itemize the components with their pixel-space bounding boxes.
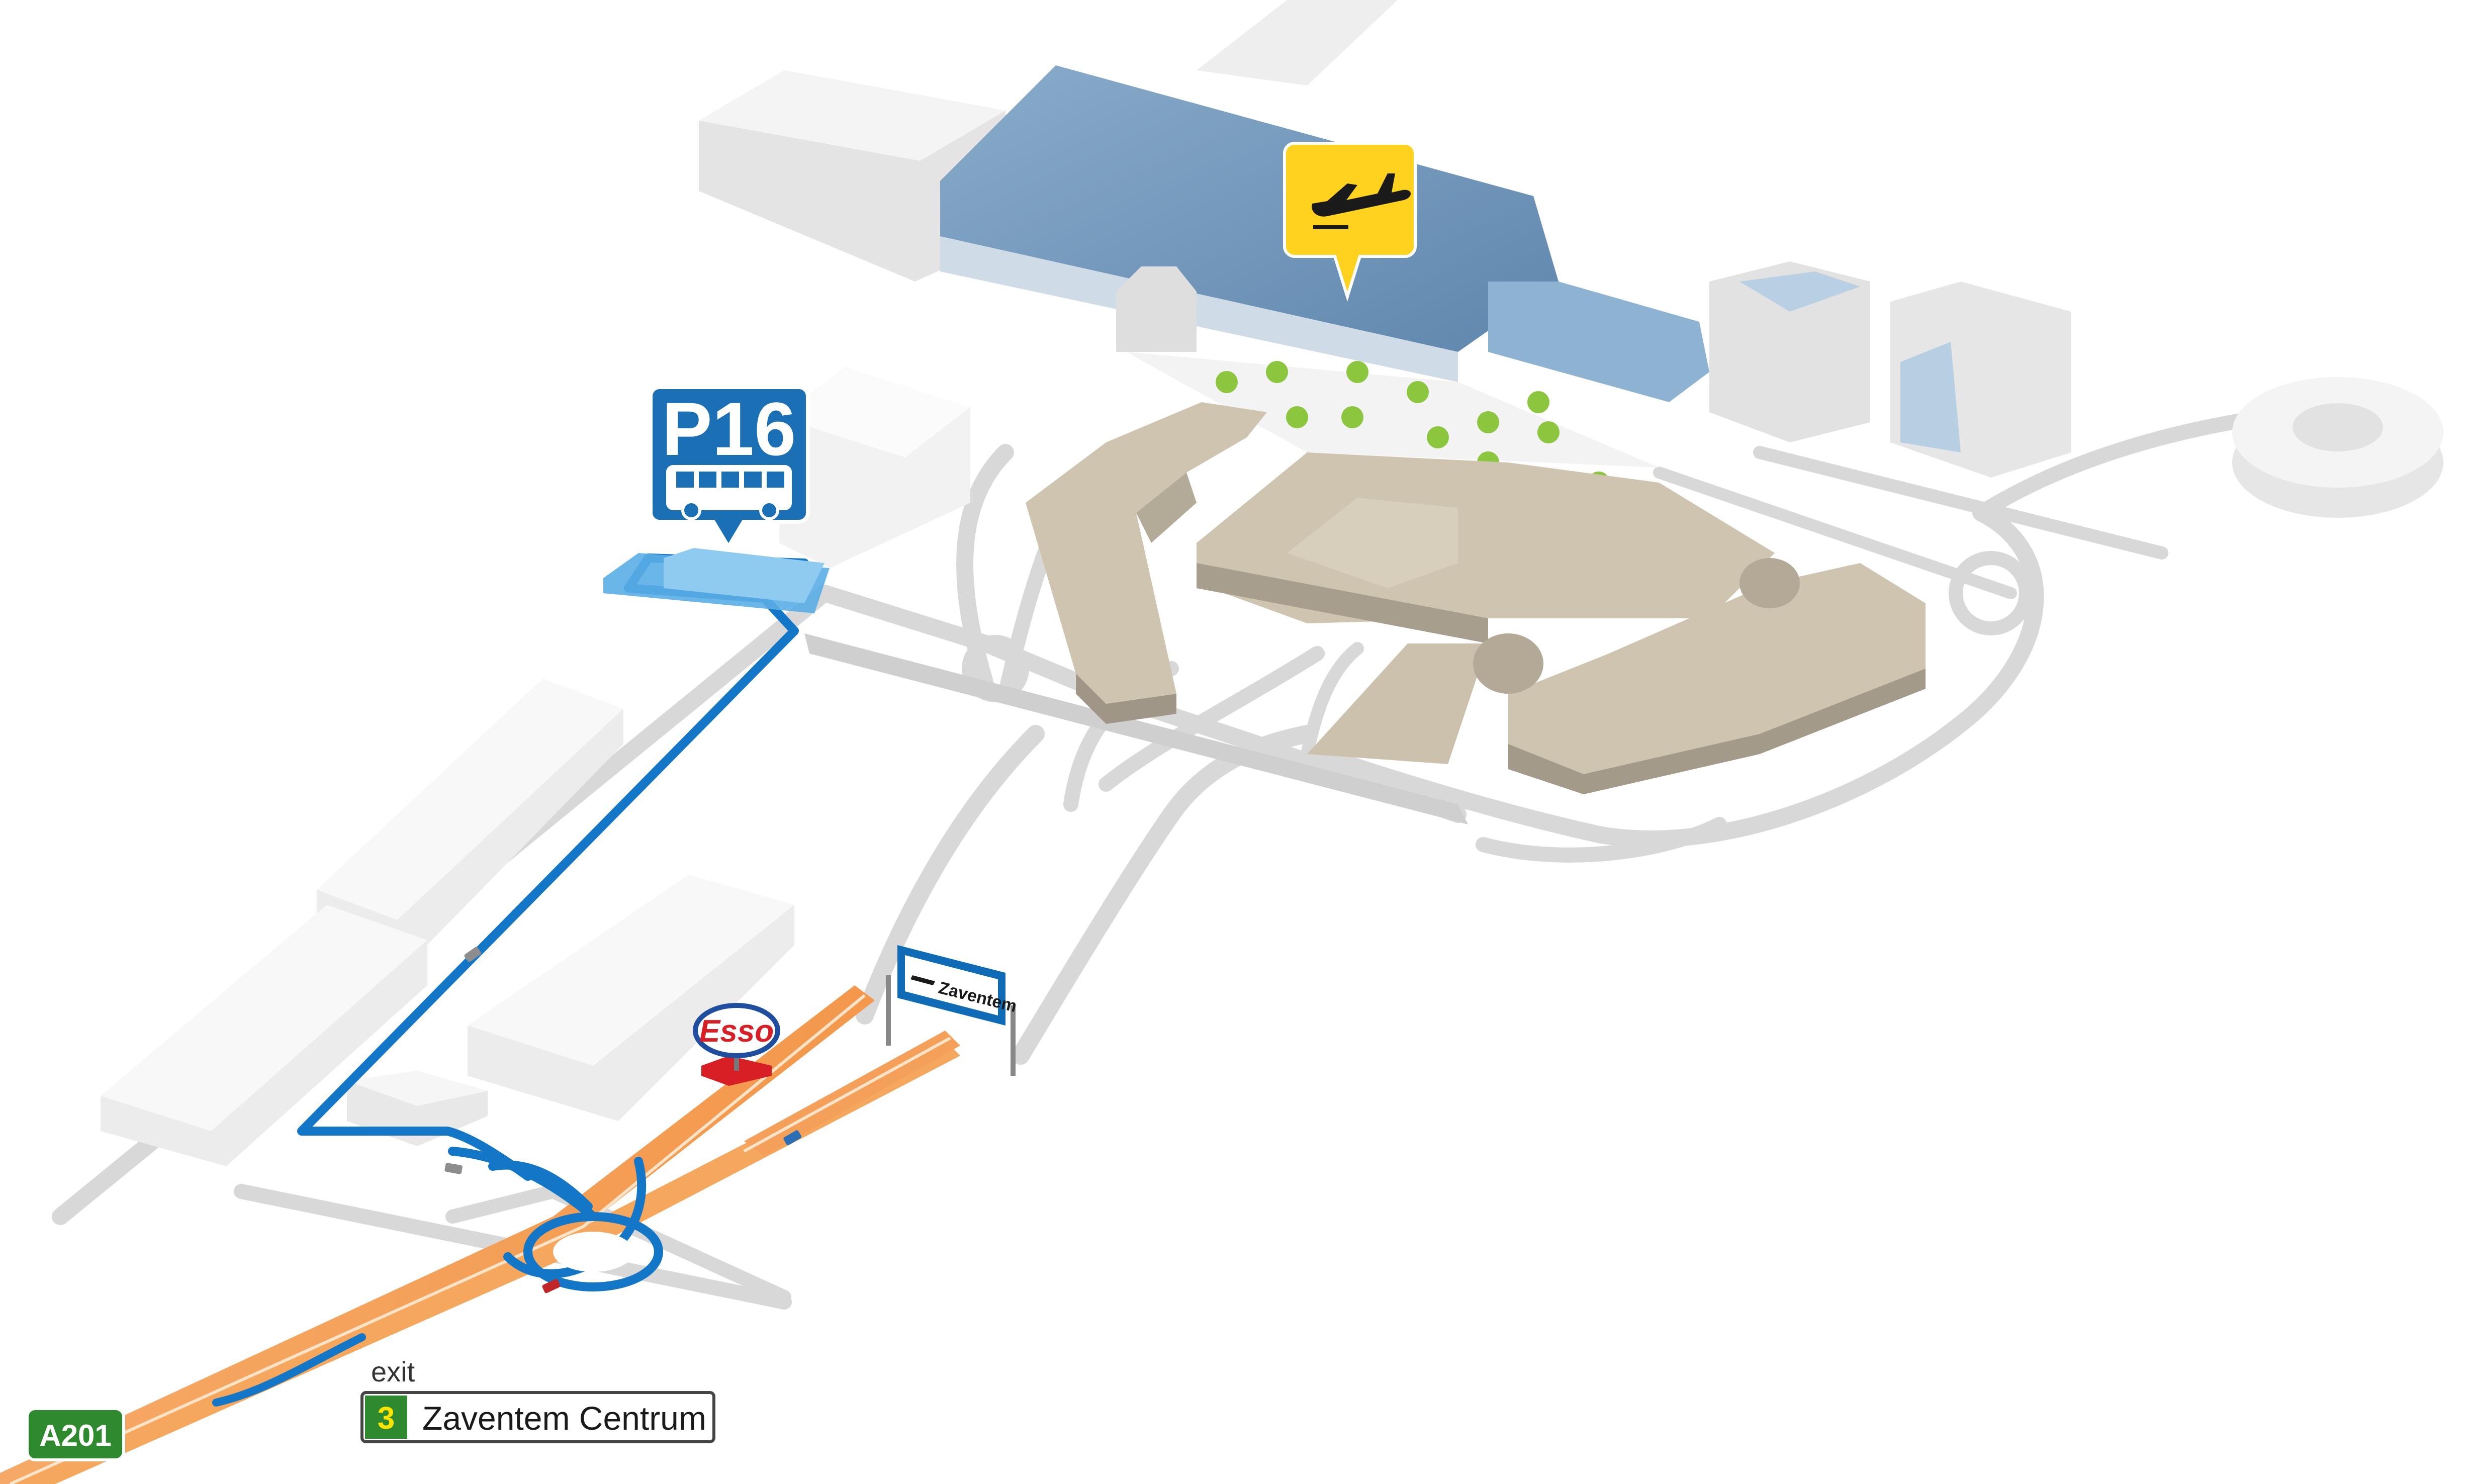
exit-word: exit bbox=[371, 1356, 415, 1387]
plane-icon bbox=[910, 975, 935, 985]
bus-icon bbox=[666, 465, 792, 520]
exit-number: 3 bbox=[378, 1401, 395, 1436]
zaventem-direction-sign[interactable]: Zaventem bbox=[886, 945, 1019, 1076]
warehouse-buildings bbox=[101, 367, 970, 1166]
esso-logo-text: Esso bbox=[699, 1014, 774, 1049]
exit-destination: Zaventem Centrum bbox=[422, 1400, 706, 1437]
roundabout bbox=[523, 1212, 663, 1291]
terminal-marker[interactable] bbox=[1283, 142, 1417, 302]
p16-parking-lot bbox=[603, 548, 830, 613]
esso-station[interactable]: Esso bbox=[693, 1003, 780, 1086]
cars bbox=[444, 947, 801, 1293]
terminal-buildings bbox=[699, 0, 2443, 518]
p16-marker[interactable]: P16 bbox=[649, 385, 810, 551]
p16-label: P16 bbox=[662, 387, 796, 471]
exit-sign: exit 3 Zaventem Centrum bbox=[360, 1356, 715, 1443]
road-network bbox=[52, 410, 2270, 1310]
a201-label: A201 bbox=[39, 1419, 111, 1452]
departures-plane-icon bbox=[1312, 173, 1411, 229]
elevated-road bbox=[804, 633, 1468, 824]
a201-highway-shield: A201 bbox=[26, 1407, 125, 1461]
car-park-buildings bbox=[1026, 402, 1926, 794]
